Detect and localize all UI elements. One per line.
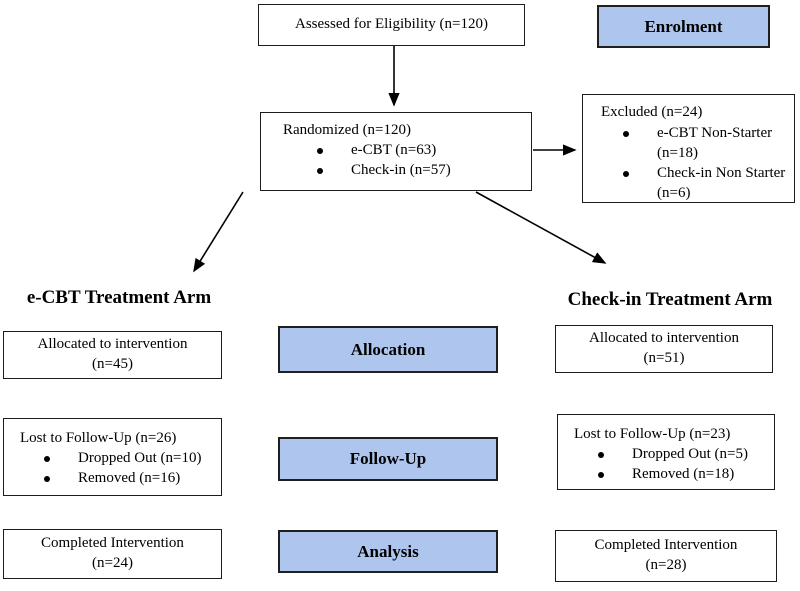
ecbt-allocated-box: Allocated to intervention (n=45) (3, 331, 222, 379)
ecbt-allocated-line2: (n=45) (92, 356, 133, 372)
checkin-lost-dropped-text: Dropped Out (n=5) (632, 445, 748, 462)
randomized-box: Randomized (n=120) e-CBT (n=63) Check-in… (260, 112, 532, 191)
ecbt-completed-line2: (n=24) (92, 555, 133, 571)
stage-band-allocation: Allocation (278, 326, 498, 373)
bullet-icon (623, 171, 629, 178)
randomized-title: Randomized (n=120) (283, 122, 412, 138)
checkin-completed-box: Completed Intervention (n=28) (555, 530, 777, 582)
stage-band-follow-up-label: Follow-Up (349, 449, 427, 468)
checkin-lost-title: Lost to Follow-Up (n=23) (574, 426, 731, 442)
randomized-bullet-checkin: Check-in (n=57) (277, 161, 523, 181)
stage-band-follow-up: Follow-Up (278, 437, 498, 481)
randomized-bullet-ecbt-text: e-CBT (n=63) (351, 141, 437, 158)
checkin-arm-heading: Check-in Treatment Arm (567, 289, 773, 310)
ecbt-lost-title: Lost to Follow-Up (n=26) (20, 430, 177, 446)
checkin-allocated-box: Allocated to intervention (n=51) (555, 325, 773, 373)
ecbt-lost-bullet-dropped: Dropped Out (n=10) (20, 449, 213, 469)
checkin-completed-line1: Completed Intervention (594, 537, 738, 554)
ecbt-allocated-line1: Allocated to intervention (37, 336, 188, 353)
stage-band-analysis-label: Analysis (357, 541, 419, 561)
bullet-icon (598, 471, 604, 478)
excluded-bullet-checkin-text: Check-in Non Starter (n=6) (657, 165, 786, 202)
bullet-icon (317, 147, 323, 154)
bullet-icon (598, 451, 604, 458)
randomized-bullet-checkin-text: Check-in (n=57) (351, 161, 451, 178)
assessed-eligibility-box: Assessed for Eligibility (n=120) (258, 4, 525, 46)
stage-band-analysis: Analysis (278, 530, 498, 573)
ecbt-lost-bullet-removed: Removed (n=16) (20, 469, 213, 489)
checkin-allocated-line2: (n=51) (643, 350, 685, 366)
arrow-randomized-to-ecbt-arm (193, 191, 244, 273)
randomized-bullet-ecbt: e-CBT (n=63) (277, 141, 523, 161)
assessed-eligibility-text: Assessed for Eligibility (n=120) (294, 16, 489, 33)
ecbt-completed-box: Completed Intervention (n=24) (3, 529, 222, 579)
checkin-lost-bullet-dropped: Dropped Out (n=5) (574, 445, 766, 465)
bullet-icon (623, 130, 629, 137)
excluded-bullet-checkin: Check-in Non Starter (n=6) (601, 164, 786, 204)
bullet-icon (44, 475, 50, 482)
ecbt-lost-dropped-text: Dropped Out (n=10) (78, 449, 202, 466)
stage-band-allocation-label: Allocation (350, 339, 426, 359)
excluded-bullet-ecbt-text: e-CBT Non-Starter (n=18) (657, 124, 773, 161)
checkin-lost-box: Lost to Follow-Up (n=23) Dropped Out (n=… (557, 414, 775, 490)
stage-band-enrolment-label: Enrolment (644, 16, 723, 36)
ecbt-lost-box: Lost to Follow-Up (n=26) Dropped Out (n=… (3, 418, 222, 496)
stage-band-enrolment: Enrolment (597, 5, 770, 48)
ecbt-lost-removed-text: Removed (n=16) (78, 469, 181, 486)
ecbt-arm-heading: e-CBT Treatment Arm (26, 287, 212, 308)
checkin-lost-removed-text: Removed (n=18) (632, 465, 735, 482)
bullet-icon (317, 167, 323, 174)
excluded-bullet-ecbt: e-CBT Non-Starter (n=18) (601, 124, 786, 164)
checkin-lost-bullet-removed: Removed (n=18) (574, 465, 766, 485)
checkin-allocated-line1: Allocated to intervention (589, 330, 739, 347)
ecbt-completed-line1: Completed Intervention (41, 535, 184, 552)
checkin-completed-line2: (n=28) (645, 557, 687, 573)
excluded-title: Excluded (n=24) (601, 104, 703, 120)
excluded-box: Excluded (n=24) e-CBT Non-Starter (n=18)… (582, 94, 795, 203)
bullet-icon (44, 455, 50, 462)
